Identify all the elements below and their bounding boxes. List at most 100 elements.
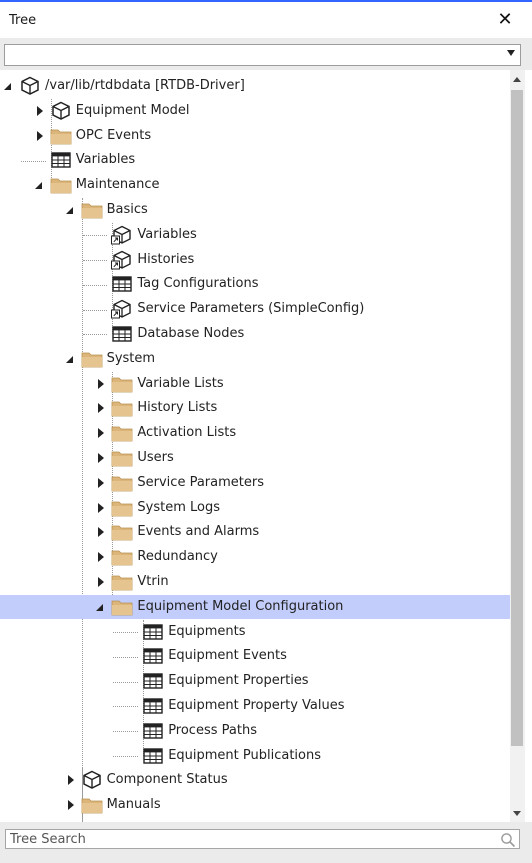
tree-node-label: Variables: [75, 152, 136, 168]
collapse-toggle-icon[interactable]: [65, 355, 73, 363]
tree-node[interactable]: System Logs: [0, 496, 510, 520]
tree-connector-line: [82, 235, 108, 237]
expand-toggle-icon[interactable]: [67, 775, 74, 786]
folder-icon: [111, 572, 133, 592]
tree-node[interactable]: Manuals: [0, 793, 510, 817]
tree-node-selected[interactable]: Equipment Model Configuration: [0, 594, 510, 619]
root-selector-dropdown[interactable]: [4, 44, 521, 66]
tree-connector-line: [113, 656, 139, 658]
table-icon: [142, 696, 164, 716]
tree-node[interactable]: Histories: [0, 248, 510, 272]
table-icon: [50, 150, 72, 170]
tree-node-label: Histories: [137, 251, 195, 267]
window-accent-line: [0, 0, 532, 2]
tree-node-label: Service Parameters (SimpleConfig): [137, 301, 365, 317]
tree-node[interactable]: Equipment Model: [0, 99, 510, 123]
folder-icon: [111, 547, 133, 567]
expand-toggle-icon[interactable]: [36, 105, 43, 116]
tree-node[interactable]: Events and Alarms: [0, 520, 510, 544]
expand-toggle-icon[interactable]: [98, 527, 105, 538]
tree-node[interactable]: Service Parameters (SimpleConfig): [0, 297, 510, 321]
tree-node-label: System: [106, 350, 156, 366]
folder-icon: [111, 398, 133, 418]
expand-toggle-icon[interactable]: [98, 428, 105, 439]
tree-node[interactable]: Equipments: [0, 620, 510, 644]
folder-icon: [111, 522, 133, 542]
tree-node[interactable]: Tag Configurations: [0, 272, 510, 296]
tree-node-label: Tag Configurations: [137, 276, 259, 292]
tree-search-input[interactable]: [5, 829, 520, 849]
tree-node[interactable]: Equipment Events: [0, 644, 510, 668]
tree-node-label: Service Parameters: [137, 474, 264, 490]
expand-toggle-icon[interactable]: [98, 477, 105, 488]
tree-node[interactable]: OPC Events: [0, 124, 510, 148]
folder-icon: [111, 498, 133, 518]
expand-toggle-icon[interactable]: [98, 502, 105, 513]
tree-node[interactable]: Redundancy: [0, 545, 510, 569]
folder-icon: [50, 126, 72, 146]
tree-connector-line: [113, 631, 139, 633]
expand-toggle-icon[interactable]: [98, 552, 105, 563]
close-icon[interactable]: ✕: [497, 9, 513, 30]
tree-node[interactable]: Equipment Publications: [0, 744, 510, 768]
expand-toggle-icon[interactable]: [98, 577, 105, 587]
tree-node[interactable]: Service Parameters: [0, 471, 510, 495]
expand-toggle-icon[interactable]: [36, 130, 43, 141]
tree-node[interactable]: System: [0, 347, 510, 371]
search-icon[interactable]: [500, 832, 516, 848]
tree-node[interactable]: Variables: [0, 148, 510, 172]
cube-icon: [50, 101, 72, 121]
expand-toggle-icon[interactable]: [67, 800, 74, 811]
scrollbar-thumb[interactable]: [511, 90, 523, 746]
tree-node[interactable]: Users: [0, 446, 510, 470]
tree-node-label: Database Nodes: [137, 326, 245, 341]
tree-node-label: System Logs: [137, 499, 220, 515]
collapse-toggle-icon[interactable]: [4, 83, 11, 90]
expand-toggle-icon[interactable]: [98, 378, 105, 389]
folder-icon: [111, 597, 133, 617]
table-icon: [142, 671, 164, 691]
tree-connector-line: [82, 309, 108, 311]
tree-node-label: Redundancy: [137, 549, 218, 565]
cube-link-icon: [111, 299, 133, 319]
scroll-down-icon[interactable]: [513, 811, 521, 816]
tree-node[interactable]: Equipment Properties: [0, 669, 510, 693]
table-icon: [142, 646, 164, 666]
expand-toggle-icon[interactable]: [98, 453, 105, 463]
tree-node[interactable]: Basics: [0, 198, 510, 222]
collapse-toggle-icon[interactable]: [65, 207, 73, 214]
folder-icon: [111, 374, 133, 394]
chevron-down-icon[interactable]: [507, 50, 515, 56]
folder-icon: [111, 448, 133, 468]
tree-node[interactable]: Equipment Property Values: [0, 694, 510, 718]
scroll-up-icon[interactable]: [513, 77, 521, 82]
tree-node[interactable]: History Lists: [0, 396, 510, 420]
tree-node[interactable]: Maintenance: [0, 173, 510, 197]
tree-node[interactable]: Variables: [0, 223, 510, 247]
tree-scrollbar[interactable]: [510, 70, 525, 822]
tree-node-label: Users: [137, 450, 174, 465]
collapse-toggle-icon[interactable]: [34, 182, 42, 190]
tree-node-label: Equipments: [168, 623, 246, 639]
tree-node-label: Equipment Model: [75, 102, 190, 118]
tree-node[interactable]: Component Status: [0, 768, 510, 792]
tree-node-label: Equipment Property Values: [168, 698, 345, 713]
tree-node-label: Manuals: [106, 797, 161, 813]
tree-node-label: Maintenance: [75, 177, 160, 193]
tree-connector-line: [82, 284, 108, 286]
tree-node[interactable]: Activation Lists: [0, 421, 510, 445]
cube-link-icon: [111, 250, 133, 270]
tree-node[interactable]: Database Nodes: [0, 322, 510, 346]
tree-node[interactable]: Process Paths: [0, 719, 510, 743]
tree-node[interactable]: /var/lib/rtdbdata [RTDB-Driver]: [0, 74, 510, 98]
collapse-toggle-icon[interactable]: [96, 603, 104, 611]
table-icon: [111, 274, 133, 294]
tree-node-label: Equipment Model Configuration: [137, 598, 344, 614]
tree-node[interactable]: Vtrin: [0, 570, 510, 594]
tree-node-label: Events and Alarms: [137, 524, 260, 540]
tree-node[interactable]: Variable Lists: [0, 372, 510, 396]
expand-toggle-icon[interactable]: [98, 403, 105, 414]
table-icon: [142, 746, 164, 766]
folder-icon: [81, 349, 103, 369]
tree-node-label: OPC Events: [75, 127, 152, 143]
